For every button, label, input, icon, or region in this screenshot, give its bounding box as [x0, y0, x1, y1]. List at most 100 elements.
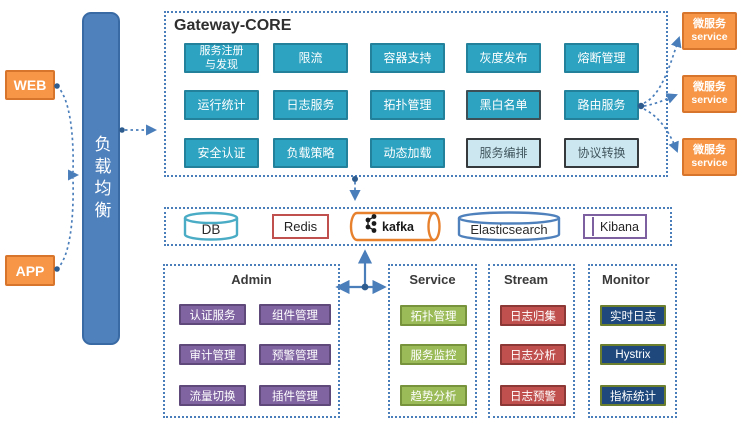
monitor-module: 实时日志 [600, 305, 666, 326]
gateway-module-label: 运行统计 [197, 98, 246, 112]
service-module-label: 服务监控 [410, 349, 457, 362]
service-module: 拓扑管理 [400, 305, 467, 326]
db-cylinder: DB [183, 211, 239, 242]
middleware-panel [164, 207, 672, 246]
elasticsearch-cylinder: Elasticsearch [457, 210, 561, 243]
admin-module-label: 流量切换 [189, 390, 236, 403]
microservice-label: 微服务 [693, 81, 726, 93]
kibana-box: Kibana [583, 214, 647, 239]
stream-module-label: 日志分析 [510, 349, 556, 362]
admin-module-label: 认证服务 [189, 309, 236, 322]
gateway-module-label: 日志服务 [286, 98, 335, 112]
gateway-module-label: 服务编排 [479, 146, 528, 160]
monitor-module-label: 指标统计 [610, 390, 656, 403]
gateway-module: 黑白名单 [466, 90, 541, 120]
gateway-module: 负载策略 [273, 138, 348, 168]
stream-module: 日志预警 [500, 385, 566, 406]
admin-module: 审计管理 [179, 344, 246, 365]
gateway-module-label: 容器支持 [383, 51, 432, 65]
kibana-label: Kibana [600, 219, 639, 234]
gateway-module: 运行统计 [184, 90, 259, 120]
gateway-module: 动态加载 [370, 138, 445, 168]
web-client-box: WEB [5, 70, 55, 100]
web-client-label: WEB [13, 77, 47, 93]
admin-module: 流量切换 [179, 385, 246, 406]
microservice-sublabel: service [691, 157, 728, 169]
microservice-label: 微服务 [693, 18, 726, 30]
gateway-module-label: 负载策略 [286, 146, 335, 160]
admin-panel: Admin 认证服务 组件管理 审计管理 预警管理 流量切换 插件管理 [163, 264, 340, 418]
service-panel: Service 拓扑管理 服务监控 趋势分析 [388, 264, 477, 418]
gateway-module: 协议转换 [564, 138, 639, 168]
gateway-module-label: 限流 [298, 51, 323, 65]
admin-module-label: 组件管理 [272, 309, 318, 322]
stream-panel-title: Stream [504, 272, 549, 287]
admin-module-label: 预警管理 [272, 349, 318, 362]
gateway-module: 灰度发布 [466, 43, 541, 73]
microservice-sublabel: service [691, 94, 728, 106]
monitor-module: 指标统计 [600, 385, 666, 406]
gateway-module-label: 协议转换 [577, 146, 626, 160]
monitor-panel-title: Monitor [602, 272, 650, 287]
gateway-module: 熔断管理 [564, 43, 639, 73]
app-client-label: APP [15, 262, 45, 279]
monitor-module: Hystrix [600, 344, 666, 365]
stream-module-label: 日志预警 [510, 390, 556, 403]
stream-module-label: 日志归集 [510, 310, 556, 323]
gateway-module: 服务注册 与发现 [184, 43, 259, 73]
microservice-box: 微服务 service [682, 12, 737, 50]
gateway-module-label: 灰度发布 [479, 51, 528, 65]
gateway-module-label: 拓扑管理 [383, 98, 432, 112]
gateway-core-title: Gateway-CORE [174, 17, 292, 34]
load-balancer-bar: 负载均衡 [82, 12, 120, 345]
redis-label: Redis [283, 219, 318, 234]
admin-module-label: 插件管理 [272, 390, 318, 403]
admin-panel-title: Admin [231, 272, 272, 287]
app-to-lb-connector [56, 177, 74, 270]
monitor-panel: Monitor 实时日志 Hystrix 指标统计 [588, 264, 677, 418]
admin-module: 插件管理 [259, 385, 331, 406]
kafka-cylinder-shape: kafka [349, 211, 441, 242]
redis-box: Redis [272, 214, 329, 239]
gateway-module: 路由服务 [564, 90, 639, 120]
service-module: 服务监控 [400, 344, 467, 365]
microservice-box: 微服务 service [682, 75, 737, 113]
service-module: 趋势分析 [400, 385, 467, 406]
service-module-label: 趋势分析 [410, 390, 457, 403]
gateway-module: 限流 [273, 43, 348, 73]
admin-module: 认证服务 [179, 304, 246, 325]
microservice-box: 微服务 service [682, 138, 737, 176]
gateway-module: 服务编排 [466, 138, 541, 168]
gateway-module: 容器支持 [370, 43, 445, 73]
kafka-logo-icon [365, 214, 377, 233]
microservice-sublabel: service [691, 31, 728, 43]
admin-module: 组件管理 [259, 304, 331, 325]
db-label: DB [202, 222, 221, 237]
gateway-module: 日志服务 [273, 90, 348, 120]
service-module-label: 拓扑管理 [410, 310, 457, 323]
gateway-module-label: 与发现 [205, 59, 238, 71]
app-client-box: APP [5, 255, 55, 286]
monitor-module-label: Hystrix [615, 348, 651, 361]
microservice-label: 微服务 [693, 144, 726, 156]
load-balancer-label: 负载均衡 [91, 134, 111, 223]
db-cylinder-shape: DB [183, 211, 239, 241]
gateway-module-label: 安全认证 [197, 146, 246, 160]
elasticsearch-label: Elasticsearch [470, 222, 547, 237]
stream-panel: Stream 日志归集 日志分析 日志预警 [488, 264, 575, 418]
gateway-module-label: 熔断管理 [577, 51, 626, 65]
admin-module: 预警管理 [259, 344, 331, 365]
stream-module: 日志归集 [500, 305, 566, 326]
web-to-lb-connector [56, 85, 74, 173]
stream-module: 日志分析 [500, 344, 566, 365]
gateway-module: 安全认证 [184, 138, 259, 168]
gateway-module: 拓扑管理 [370, 90, 445, 120]
gateway-module-label: 服务注册 [199, 45, 244, 57]
admin-module-label: 审计管理 [189, 349, 236, 362]
kibana-window-icon [592, 217, 594, 236]
kafka-cylinder: kafka [349, 211, 442, 243]
kafka-label: kafka [382, 220, 415, 234]
monitor-module-label: 实时日志 [610, 310, 656, 323]
service-panel-title: Service [409, 272, 456, 287]
